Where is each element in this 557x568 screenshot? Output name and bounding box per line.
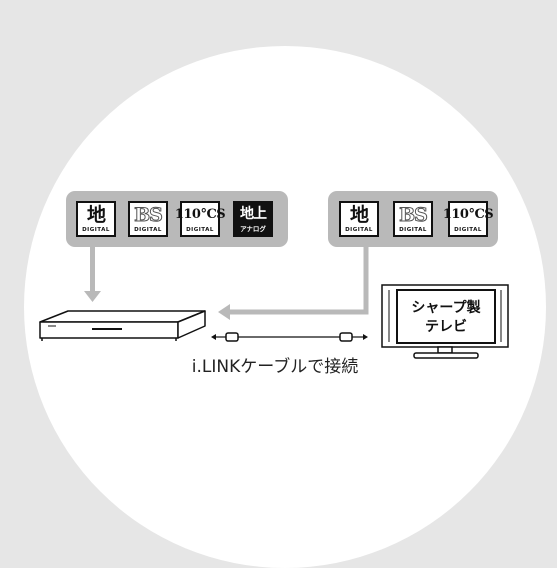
badge-sub: DIGITAL: [82, 227, 110, 233]
recorder-device: [39, 310, 206, 341]
left-110cs-digital-badge: 110°CS DIGITAL: [175, 201, 226, 237]
left-terrestrial-digital-badge: 地 DIGITAL: [76, 201, 116, 237]
right-bs-digital-badge: BS DIGITAL: [393, 201, 433, 237]
badge-mark: 110°CS: [442, 207, 494, 222]
badge-mark: 地: [86, 204, 106, 226]
badge-mark: BS: [399, 204, 429, 227]
badge-sub: アナログ: [240, 225, 266, 233]
tv-label-line1: シャープ製: [411, 300, 481, 316]
connection-caption: i.LINKケーブルで接続: [191, 357, 359, 377]
badge-sub: DIGITAL: [454, 227, 482, 233]
badge-sub: DIGITAL: [345, 227, 373, 233]
right-signal-arrow: [218, 246, 369, 320]
ilink-cable: [211, 332, 368, 342]
tv-label: シャープ製 テレビ: [400, 295, 492, 341]
tv-label-line2: テレビ: [425, 319, 467, 335]
badge-sub: DIGITAL: [134, 227, 162, 233]
tv-icon: [381, 284, 509, 359]
right-110cs-digital-badge: 110°CS DIGITAL: [443, 201, 494, 237]
left-terrestrial-analog-badge: 地上 アナログ: [233, 201, 273, 237]
left-signal-arrow: [84, 246, 101, 302]
badge-mark: 地上: [240, 206, 267, 222]
badge-sub: DIGITAL: [399, 227, 427, 233]
badge-mark: 地: [349, 204, 369, 226]
right-terrestrial-digital-badge: 地 DIGITAL: [339, 201, 379, 237]
badge-mark: BS: [134, 204, 164, 227]
badge-mark: 110°CS: [174, 207, 226, 222]
left-bs-digital-badge: BS DIGITAL: [128, 201, 168, 237]
badge-sub: DIGITAL: [186, 227, 214, 233]
